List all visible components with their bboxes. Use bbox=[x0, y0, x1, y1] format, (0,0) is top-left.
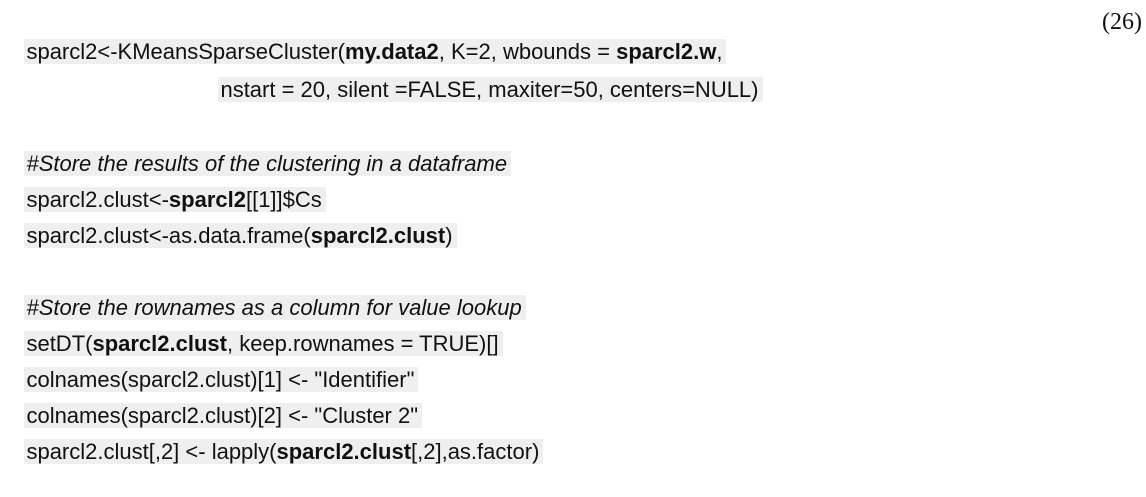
code-fragment: [[1]]$Cs bbox=[245, 187, 322, 212]
code-line-1: sparcl2<-KMeansSparseCluster(my.data2, K… bbox=[0, 7, 727, 64]
code-comment-1: #Store the results of the clustering in … bbox=[24, 151, 512, 176]
code-line-10: sparcl2.clust[,2] <- lapply(sparcl2.clus… bbox=[0, 407, 544, 464]
code-bold-fragment: sparcl2.clust bbox=[92, 331, 227, 356]
code-line-5: sparcl2.clust<-as.data.frame(sparcl2.clu… bbox=[0, 191, 457, 248]
code-line-7-text: setDT(sparcl2.clust, keep.rownames = TRU… bbox=[24, 331, 503, 356]
code-fragment: sparcl2.clust<-as.data.frame( bbox=[26, 223, 311, 248]
equation-number: (26) bbox=[1102, 9, 1142, 35]
code-line-3: #Store the results of the clustering in … bbox=[0, 119, 512, 176]
code-fragment: nstart = 20, silent =FALSE, maxiter=50, … bbox=[220, 77, 759, 102]
code-fragment: colnames(sparcl2.clust)[2] <- "Cluster 2… bbox=[26, 403, 419, 428]
code-fragment: , bbox=[716, 39, 723, 64]
code-line-9-text: colnames(sparcl2.clust)[2] <- "Cluster 2… bbox=[24, 403, 423, 428]
code-line-1-text: sparcl2<-KMeansSparseCluster(my.data2, K… bbox=[24, 39, 727, 64]
code-line-4: sparcl2.clust<-sparcl2[[1]]$Cs bbox=[0, 155, 326, 212]
code-line-8: colnames(sparcl2.clust)[1] <- "Identifie… bbox=[0, 335, 419, 392]
code-line-2: nstart = 20, silent =FALSE, maxiter=50, … bbox=[194, 45, 763, 102]
comment-text: #Store the rownames as a column for valu… bbox=[26, 295, 522, 320]
code-fragment: sparcl2.clust<- bbox=[26, 187, 169, 212]
code-fragment: ) bbox=[445, 223, 453, 248]
code-line-6: #Store the rownames as a column for valu… bbox=[0, 263, 526, 320]
code-bold-fragment: sparcl2.clust bbox=[310, 223, 446, 248]
code-line-5-text: sparcl2.clust<-as.data.frame(sparcl2.clu… bbox=[24, 223, 457, 248]
code-fragment: , K=2, wbounds = bbox=[438, 39, 617, 64]
code-comment-2: #Store the rownames as a column for valu… bbox=[24, 295, 526, 320]
code-bold-fragment: my.data2 bbox=[344, 39, 439, 64]
code-fragment: colnames(sparcl2.clust)[1] <- "Identifie… bbox=[26, 367, 415, 392]
comment-text: #Store the results of the clustering in … bbox=[26, 151, 508, 176]
code-line-8-text: colnames(sparcl2.clust)[1] <- "Identifie… bbox=[24, 367, 419, 392]
code-bold-fragment: sparcl2 bbox=[168, 187, 246, 212]
code-bold-fragment: sparcl2.w bbox=[616, 39, 717, 64]
code-fragment: , keep.rownames = TRUE)[] bbox=[226, 331, 499, 356]
code-line-7: setDT(sparcl2.clust, keep.rownames = TRU… bbox=[0, 299, 503, 356]
code-fragment: sparcl2<-KMeansSparseCluster( bbox=[26, 39, 345, 64]
code-fragment: setDT( bbox=[26, 331, 93, 356]
code-line-9: colnames(sparcl2.clust)[2] <- "Cluster 2… bbox=[0, 371, 423, 428]
code-line-2-text: nstart = 20, silent =FALSE, maxiter=50, … bbox=[218, 77, 763, 102]
code-line-4-text: sparcl2.clust<-sparcl2[[1]]$Cs bbox=[24, 187, 326, 212]
code-block: sparcl2<-KMeansSparseCluster(my.data2, K… bbox=[0, 7, 1142, 464]
